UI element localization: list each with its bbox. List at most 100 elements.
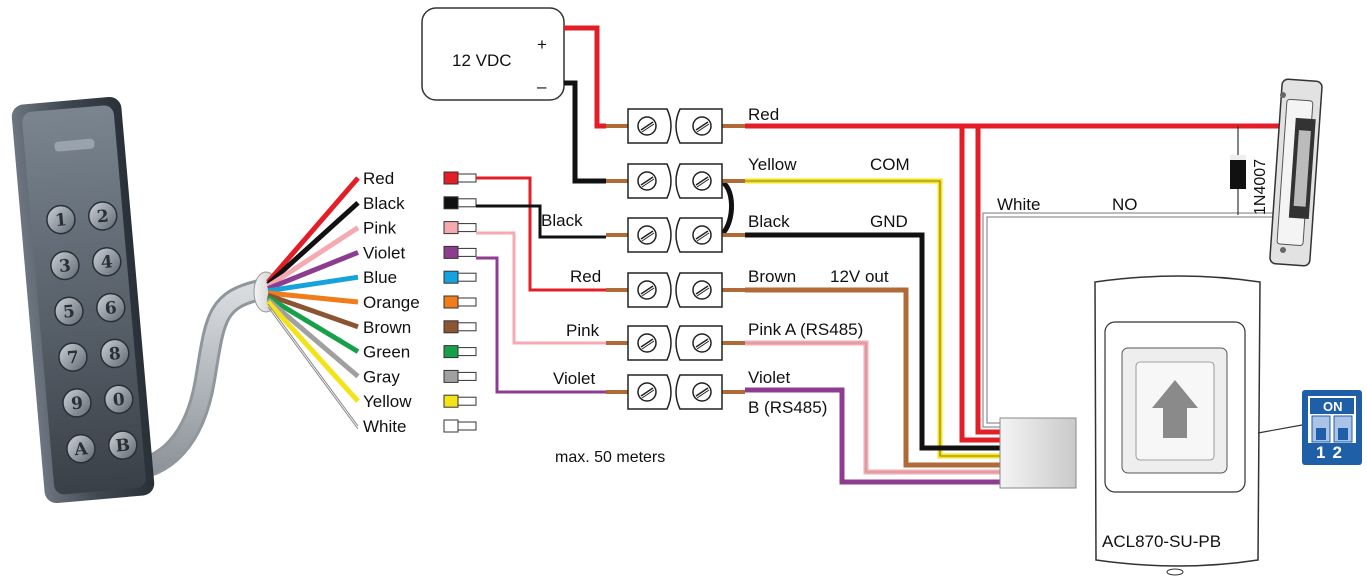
screw-icon (692, 116, 712, 136)
label-white: White (997, 195, 1040, 214)
keypad-key[interactable]: 1 (46, 204, 76, 235)
controller-model-label: ACL870-SU-PB (1102, 532, 1221, 551)
wire-connector (443, 295, 477, 309)
power-supply: 12 VDC + – (421, 7, 565, 101)
keypad-key-label: 1 (54, 210, 68, 231)
wire-connector (443, 320, 477, 334)
keypad-key[interactable]: A (66, 433, 96, 464)
diode-band (1230, 155, 1246, 160)
diode-label: 1N4007 (1252, 159, 1269, 215)
wire-black-gnd (745, 232, 1000, 451)
fan-wire (267, 250, 359, 291)
fan-wire (267, 274, 359, 294)
legend-label: White (363, 417, 406, 436)
dip-number-band (1308, 443, 1356, 459)
legend-label: Gray (363, 367, 400, 386)
fan-wire (266, 300, 360, 403)
keypad-key[interactable]: 5 (54, 296, 84, 327)
wire-brown-12v (745, 287, 1000, 468)
keypad-key-label: A (73, 439, 90, 460)
fan-wire (266, 200, 360, 287)
controller-cable-entry (999, 417, 1077, 489)
fan-wire (267, 290, 359, 305)
dip-on-label: ON (1323, 399, 1343, 414)
label-12v-out: 12V out (830, 267, 889, 286)
keypad-led (54, 138, 95, 152)
wire-psu-plus (564, 25, 606, 129)
screw-icon (692, 280, 712, 300)
keypad-key-label: 6 (104, 298, 118, 319)
label-red-out: Red (748, 105, 779, 124)
psu-plus: + (537, 35, 547, 54)
electric-strike (1269, 78, 1323, 267)
label-pink-a: Pink A (RS485) (748, 320, 863, 339)
legend-label: Red (363, 169, 394, 188)
wire-violet-b (745, 387, 1000, 485)
wire-fan-out (266, 176, 360, 430)
keypad-key[interactable]: 6 (96, 292, 126, 323)
keypad-key[interactable]: B (108, 430, 138, 460)
keypad-key[interactable]: 3 (50, 250, 80, 281)
wire-red-ctrl-b (975, 126, 1000, 435)
legend-label: Pink (363, 219, 397, 238)
label-gnd: GND (870, 212, 908, 231)
label-com: COM (870, 155, 910, 174)
wire-white-no (983, 213, 1285, 427)
distance-note: max. 50 meters (555, 449, 665, 466)
label-b-rs485: B (RS485) (748, 398, 827, 417)
psu-box (421, 7, 565, 101)
label-yellow: Yellow (748, 155, 797, 174)
legend-label: Blue (363, 268, 397, 287)
legend-label: Violet (363, 243, 405, 262)
terminal-block (606, 217, 745, 253)
terminal-block (606, 374, 745, 410)
keypad-key[interactable]: 9 (62, 388, 92, 418)
keypad-key-label: B (115, 435, 131, 456)
dip-switch[interactable]: ON 12 (1302, 390, 1362, 465)
screw-icon (692, 382, 712, 402)
strike-screw-bottom (1280, 247, 1286, 253)
psu-label: 12 VDC (452, 51, 512, 70)
legend-label: Black (363, 194, 405, 213)
keypad-key-label: 5 (62, 302, 76, 323)
keypad-key-label: 3 (58, 256, 72, 277)
keypad-key-label: 9 (70, 393, 84, 414)
keypad-key-label: 8 (108, 344, 122, 365)
wire-connector (443, 394, 477, 408)
screw-icon (692, 225, 712, 245)
screw-icon (637, 171, 657, 191)
dip-on-band (1310, 398, 1354, 414)
keypad-key[interactable]: 7 (58, 342, 88, 372)
screw-icon (637, 225, 657, 245)
wire-psu-minus (564, 80, 606, 184)
wire-connector (443, 221, 477, 235)
keypad-key[interactable]: 4 (92, 247, 122, 277)
terminal-block (606, 108, 745, 144)
strike-screw-top (1280, 92, 1286, 98)
wire-black-jumper (718, 178, 734, 236)
fan-wire (266, 225, 360, 289)
screw-icon (692, 171, 712, 191)
label-no: NO (1112, 195, 1138, 214)
label-violet-right: Violet (748, 368, 790, 387)
keypad-key[interactable]: 8 (100, 338, 130, 369)
legend-label: Green (363, 343, 410, 362)
wire-connector (443, 369, 477, 383)
wire-connector (443, 245, 477, 259)
terminal-block (606, 163, 745, 199)
keypad-key[interactable]: 2 (88, 201, 118, 231)
label-red-left: Red (570, 267, 601, 286)
fan-wire (266, 176, 360, 284)
dip-switch-leader (1257, 424, 1303, 434)
keypad-cable (117, 282, 268, 478)
wire-connector (443, 270, 477, 284)
psu-minus: – (537, 77, 547, 96)
diode: 1N4007 (1230, 155, 1269, 215)
legend-label: Brown (363, 318, 411, 337)
wire-connector (443, 196, 477, 210)
legend-label: Yellow (363, 392, 412, 411)
keypad-key[interactable]: 0 (104, 384, 134, 415)
label-black-left: Black (541, 211, 583, 230)
